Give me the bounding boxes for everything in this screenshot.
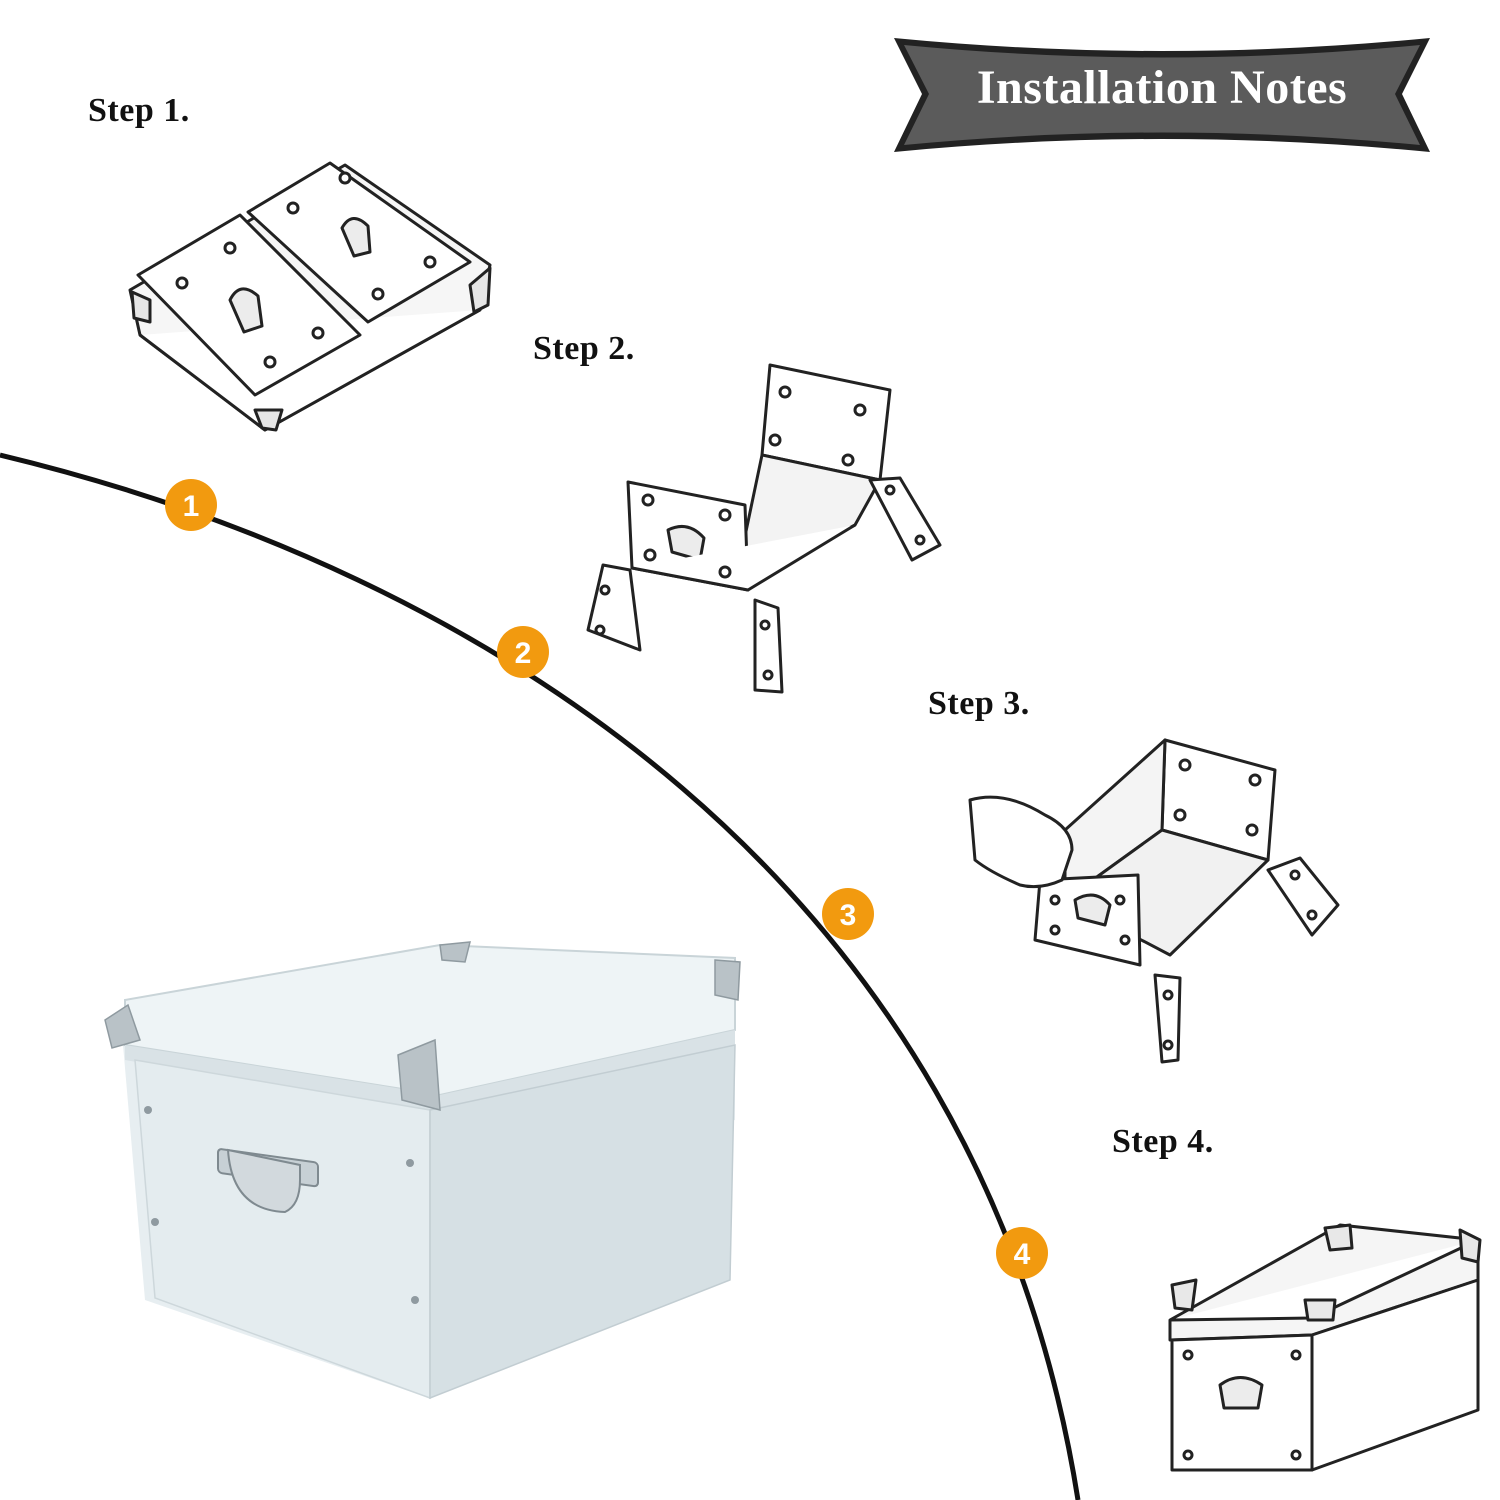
installation-notes-banner — [894, 38, 1430, 152]
step-2-marker-number: 2 — [515, 637, 532, 670]
step-3-marker: 3 — [822, 888, 874, 940]
step-1-marker-number: 1 — [183, 490, 200, 523]
banner-title: Installation Notes — [976, 61, 1348, 114]
step-4-illustration — [1168, 1223, 1482, 1472]
finished-box-illustration — [104, 941, 741, 1400]
step-3-illustration — [968, 738, 1340, 1064]
step-2-illustration — [586, 363, 942, 694]
step-3-marker-number: 3 — [840, 899, 857, 932]
step-1-marker: 1 — [165, 479, 217, 531]
step-4-marker: 4 — [996, 1227, 1048, 1279]
step-4-marker-number: 4 — [1014, 1238, 1031, 1271]
step-2-marker: 2 — [497, 626, 549, 678]
step-2-label: Step 2. — [533, 330, 635, 367]
step-4-label: Step 4. — [1112, 1123, 1214, 1160]
step-1-illustration — [128, 161, 492, 432]
step-3-label: Step 3. — [928, 685, 1030, 722]
step-1-label: Step 1. — [88, 92, 190, 129]
